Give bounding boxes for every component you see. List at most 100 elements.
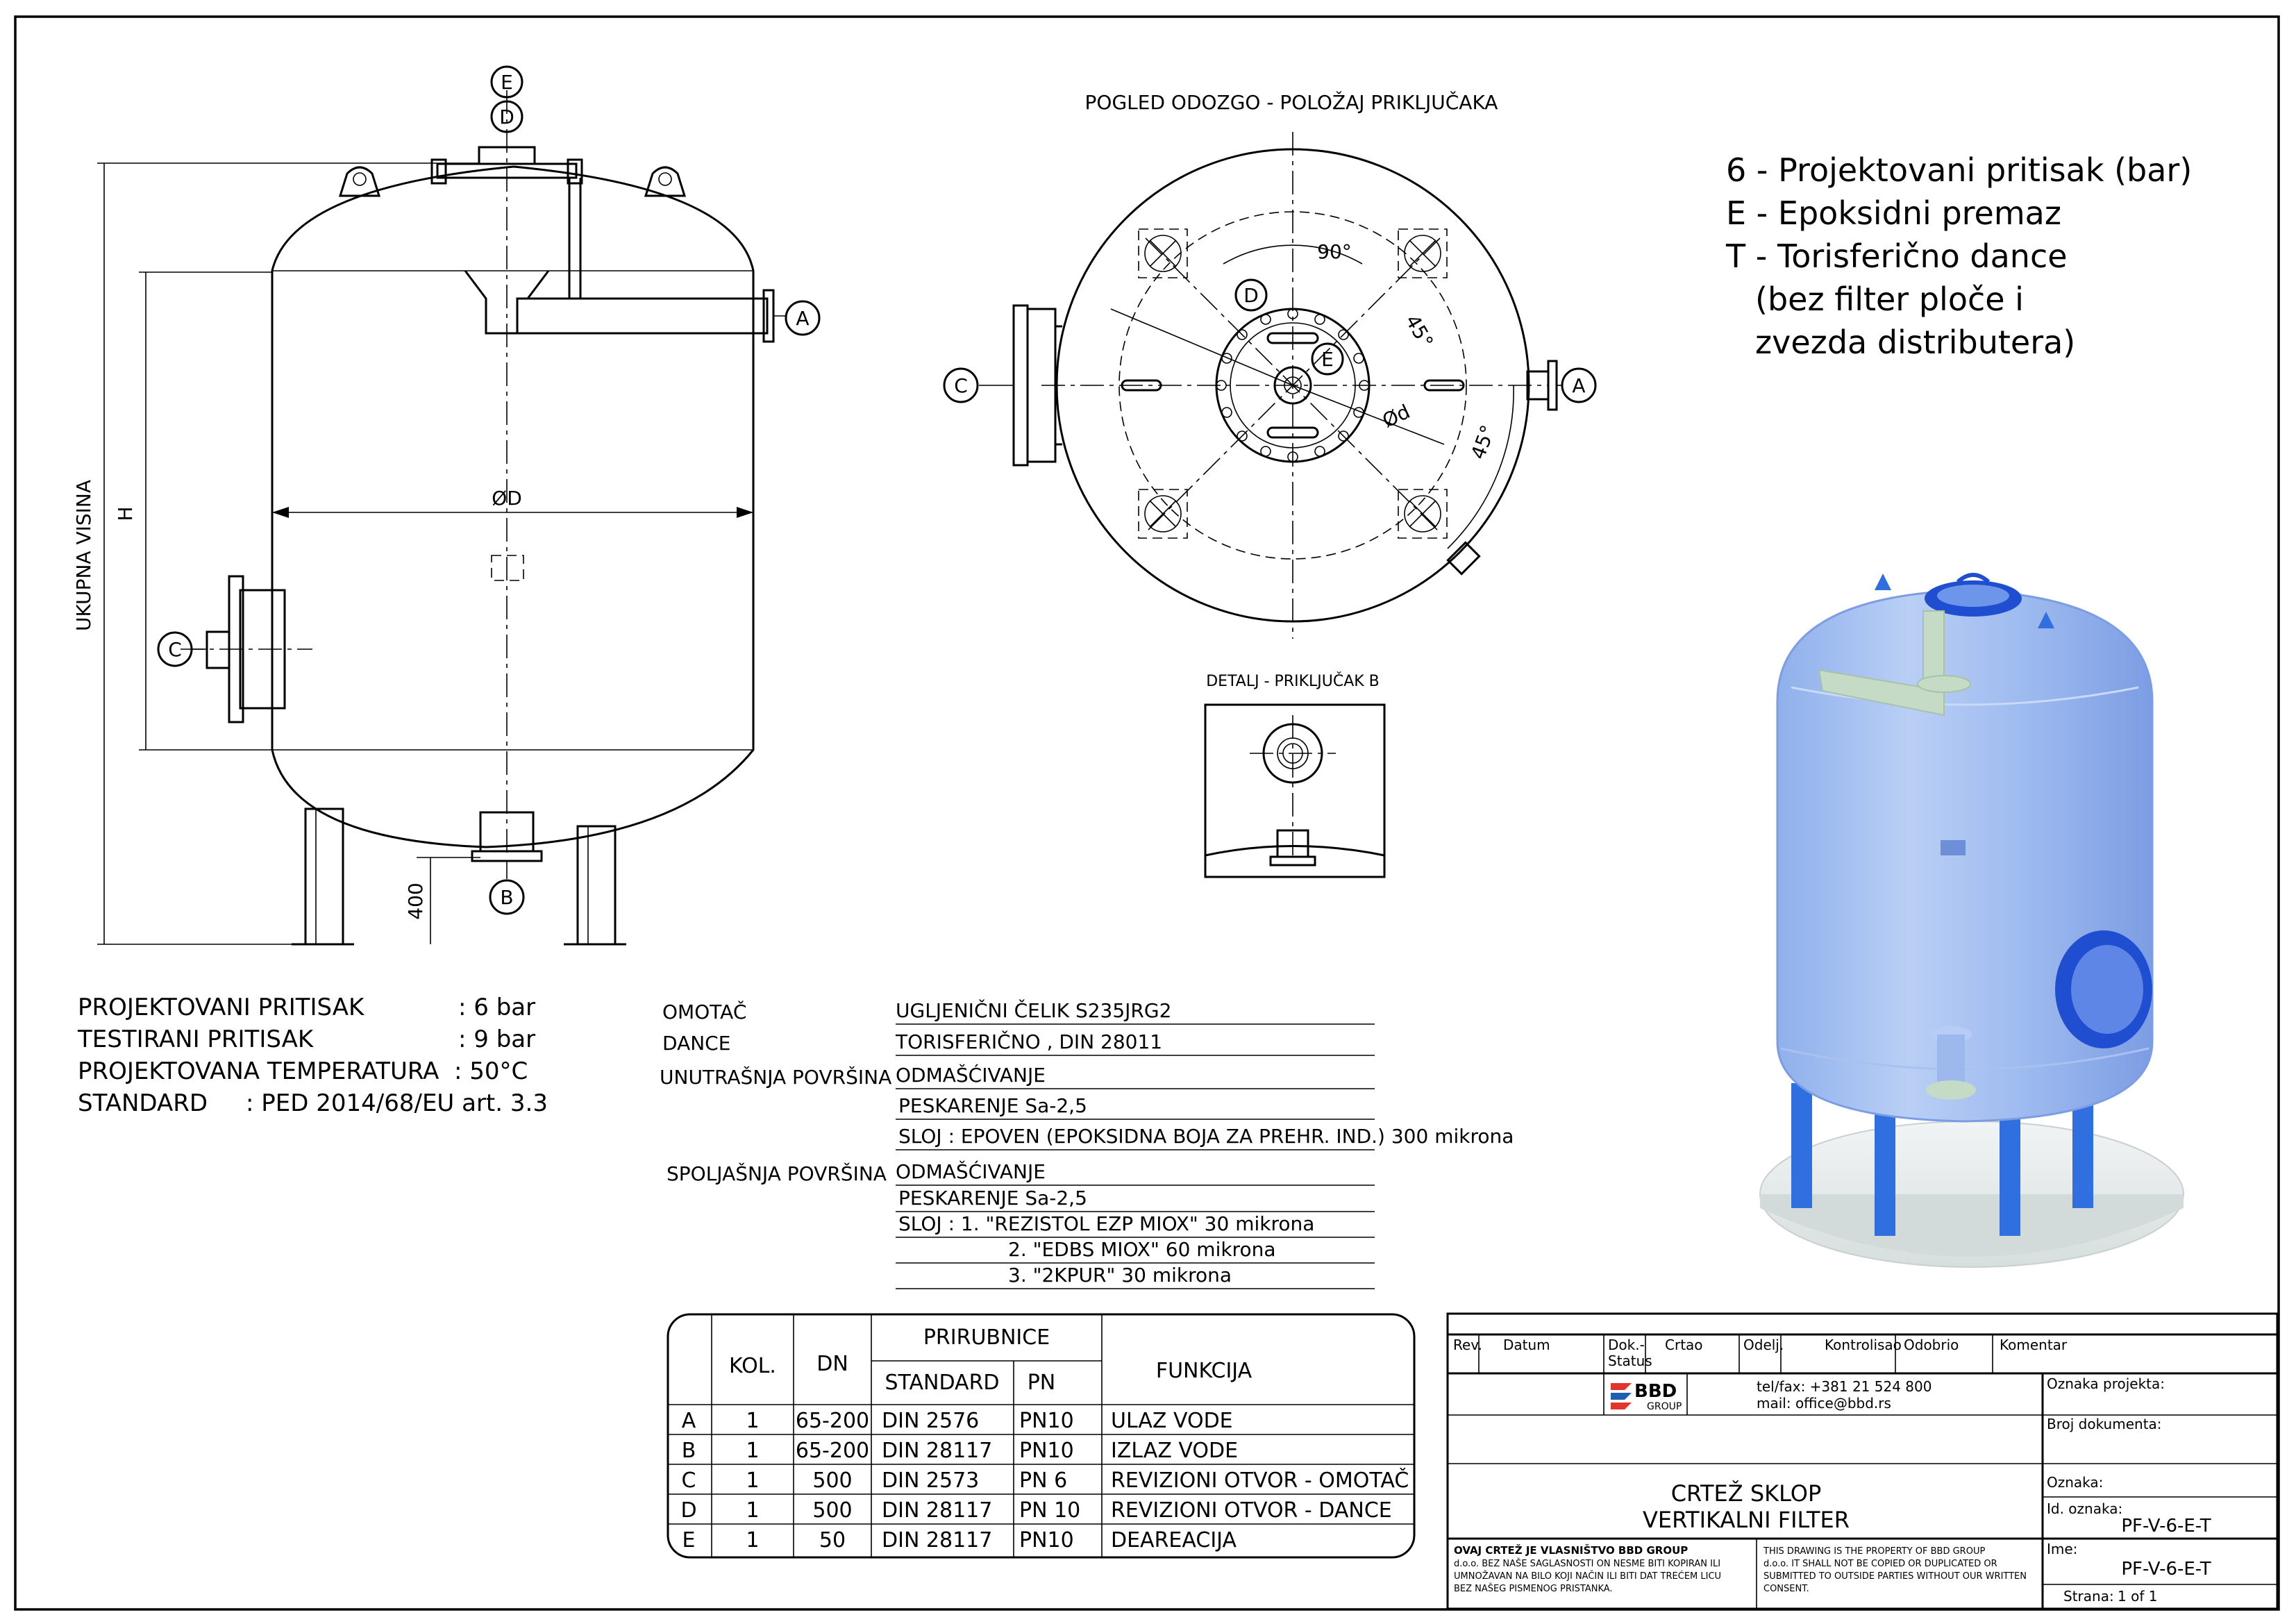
tb-crtao: Crtao [1665, 1337, 1703, 1353]
table-row: B 1 65-200 DIN 28117 PN10 IZLAZ VODE [682, 1439, 1238, 1463]
top-view-title: POGLED ODOZGO - POLOŽAJ PRIKLJUČAKA [1085, 90, 1498, 114]
material-omotac-value: UGLJENIČNI ČELIK S235JRG2 [896, 998, 1171, 1022]
angle-45-outer: 45° [1466, 422, 1500, 462]
tb-kontrolisao: Kontrolisao [1825, 1337, 1902, 1353]
table-header-kol: KOL. [729, 1354, 776, 1378]
company-logo: BBD GROUP [1611, 1381, 1682, 1412]
label-h: H [114, 506, 137, 521]
svg-text:REVIZIONI OTVOR - DANCE: REVIZIONI OTVOR - DANCE [1111, 1498, 1392, 1523]
callout-a-front: A [773, 300, 821, 336]
material-inner-label: UNUTRAŠNJA POVRŠINA [660, 1065, 891, 1089]
logo-sub: GROUP [1647, 1401, 1682, 1412]
tb-odobrio: Odobrio [1904, 1337, 1959, 1353]
spec-label-standard: STANDARD [78, 1089, 208, 1117]
spec-value-test: : 9 bar [458, 1026, 535, 1053]
drawing-title-1: CRTEŽ SKLOP [1671, 1480, 1822, 1507]
svg-text:C: C [682, 1468, 696, 1493]
svg-text:C: C [954, 374, 968, 397]
angle-90: 90° [1317, 240, 1352, 263]
materials: OMOTAČ UGLJENIČNI ČELIK S235JRG2 DANCE T… [660, 998, 1514, 1289]
svg-text:PN 6: PN 6 [1019, 1468, 1067, 1493]
legend-line-5: zvezda distributera) [1755, 324, 2075, 361]
material-outer-line-5: 3. "2KPUR" 30 mikrona [1008, 1264, 1232, 1287]
label-total-height: UKUPNA VISINA [72, 480, 95, 631]
svg-text:1: 1 [746, 1409, 759, 1433]
logo-text: BBD [1634, 1381, 1677, 1402]
material-outer-label: SPOLJAŠNJA POVRŠINA [667, 1162, 887, 1185]
tb-oznaka-projekta: Oznaka projekta: [2047, 1375, 2165, 1392]
material-dance-value: TORISFERIČNO , DIN 28011 [895, 1030, 1162, 1053]
top-view [1012, 132, 1558, 639]
tb-contact-mail: mail: office@bbd.rs [1757, 1395, 1891, 1412]
svg-text:1: 1 [746, 1468, 759, 1493]
notice-en-1: THIS DRAWING IS THE PROPERTY OF BBD GROU… [1763, 1546, 1985, 1557]
tb-oznaka: Oznaka: [2047, 1474, 2103, 1491]
svg-text:D: D [1243, 284, 1259, 307]
notice-en-3: SUBMITTED TO OUTSIDE PARTIES WITHOUT OUR… [1763, 1571, 2027, 1582]
svg-text:1: 1 [746, 1439, 759, 1463]
tb-id-oznaka-label: Id. oznaka: [2047, 1500, 2122, 1517]
front-view [97, 90, 775, 946]
svg-text:A: A [796, 307, 809, 330]
svg-text:A: A [682, 1409, 696, 1433]
material-omotac-label: OMOTAČ [662, 1000, 746, 1023]
sheet-frame [14, 15, 2280, 1611]
tb-broj-dokumenta: Broj dokumenta: [2047, 1416, 2162, 1432]
spec-label-test: TESTIRANI PRITISAK [77, 1026, 315, 1053]
material-inner-line-3: SLOJ : EPOVEN (EPOKSIDNA BOJA ZA PREHR. … [898, 1125, 1514, 1148]
tb-strana-label: Strana: [2063, 1588, 2114, 1605]
table-row: A 1 65-200 DIN 2576 PN10 ULAZ VODE [682, 1409, 1233, 1433]
notice-sr-1: OVAJ CRTEŽ JE VLASNIŠTVO BBD GROUP [1454, 1543, 1688, 1557]
svg-text:1: 1 [746, 1528, 759, 1552]
spec-value-standard: : PED 2014/68/EU art. 3.3 [246, 1089, 548, 1117]
svg-text:IZLAZ VODE: IZLAZ VODE [1111, 1439, 1238, 1463]
angle-45-inner: 45° [1401, 311, 1438, 352]
spec-label-pressure: PROJEKTOVANI PRITISAK [78, 994, 365, 1021]
callout-e-top: E [1311, 342, 1344, 376]
tb-komentar: Komentar [2000, 1337, 2068, 1353]
svg-text:65-200: 65-200 [796, 1409, 869, 1433]
tb-datum: Datum [1503, 1337, 1550, 1353]
svg-text:DIN 28117: DIN 28117 [882, 1498, 992, 1523]
tb-rev: Rev. [1453, 1337, 1482, 1353]
svg-text:E: E [1321, 348, 1334, 371]
svg-text:50: 50 [819, 1528, 846, 1552]
detail-title: DETALJ - PRIKLJUČAK B [1206, 672, 1380, 690]
vessel-3d-render [1759, 573, 2184, 1268]
specs: PROJEKTOVANI PRITISAK : 6 bar TESTIRANI … [77, 994, 548, 1117]
table-header-function: FUNKCIJA [1156, 1359, 1252, 1383]
svg-text:REVIZIONI OTVOR - OMOTAČ: REVIZIONI OTVOR - OMOTAČ [1111, 1467, 1409, 1493]
svg-text:DEAREACIJA: DEAREACIJA [1111, 1528, 1237, 1552]
material-outer-line-1: ODMAŠĆIVANJE [896, 1160, 1046, 1183]
material-outer-line-4: 2. "EDBS MIOX" 60 mikrona [1008, 1238, 1276, 1261]
svg-text:B: B [500, 886, 513, 909]
table-header-flanges: PRIRUBNICE [923, 1325, 1050, 1350]
table-header-pn: PN [1028, 1371, 1056, 1395]
svg-text:D: D [680, 1498, 696, 1523]
svg-text:DIN 2576: DIN 2576 [882, 1409, 979, 1433]
spec-value-pressure: : 6 bar [458, 994, 535, 1021]
label-diameter: ØD [492, 487, 522, 510]
svg-text:PN 10: PN 10 [1019, 1498, 1080, 1523]
nozzle-table [667, 1313, 1416, 1559]
detail-b [1204, 703, 1386, 878]
tb-strana-value: 1 of 1 [2118, 1588, 2157, 1605]
svg-text:E: E [501, 71, 513, 94]
callout-c-top: C [943, 367, 1014, 403]
legend-line-2: E - Epoksidni premaz [1726, 194, 2061, 232]
label-leg-height: 400 [404, 882, 427, 919]
tb-ime-label: Ime: [2047, 1541, 2077, 1557]
callout-b-front: B [489, 861, 525, 915]
tb-odelj: Odelj. [1743, 1337, 1784, 1353]
tb-id-oznaka-value: PF-V-6-E-T [2121, 1516, 2211, 1537]
table-header-dn: DN [816, 1352, 848, 1376]
table-row: D 1 500 DIN 28117 PN 10 REVIZIONI OTVOR … [680, 1498, 1391, 1523]
tb-dok-status-2: Status [1608, 1353, 1652, 1369]
spec-label-temperature: PROJEKTOVANA TEMPERATURA [78, 1057, 439, 1085]
tb-dok-status-1: Dok.- [1608, 1337, 1645, 1353]
legend-line-3: T - Torisferično dance [1725, 237, 2068, 275]
svg-text:DIN 28117: DIN 28117 [882, 1528, 992, 1552]
svg-text:500: 500 [812, 1468, 852, 1493]
svg-text:C: C [168, 638, 182, 661]
